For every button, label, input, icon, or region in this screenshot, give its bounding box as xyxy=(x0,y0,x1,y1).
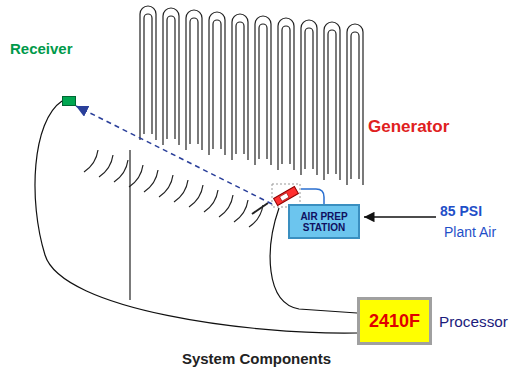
tube-hook xyxy=(174,180,188,202)
tube-hairpin xyxy=(305,28,313,169)
figure-caption: System Components xyxy=(0,350,513,367)
tube-hook xyxy=(159,175,173,197)
air-prep-box: AIR PREP STATION xyxy=(288,204,360,239)
generator-label: Generator xyxy=(368,117,449,137)
feed-pipe xyxy=(252,203,268,214)
signal-beam xyxy=(76,106,272,204)
tube-hook xyxy=(84,150,98,172)
pressure-label: 85 PSI xyxy=(440,203,482,219)
tube-hairpin xyxy=(351,32,359,179)
support-line xyxy=(129,150,130,300)
receiver-sensor: Receiver xyxy=(62,96,76,106)
tube-hairpin xyxy=(140,6,156,140)
air-line xyxy=(301,189,324,204)
tube-hook xyxy=(129,165,143,187)
tube-hairpin xyxy=(163,8,179,145)
signal-cable xyxy=(270,208,357,313)
tube-hairpin xyxy=(324,22,340,180)
tube-hairpin xyxy=(167,16,175,139)
tube-hook xyxy=(219,195,233,217)
tube-hook xyxy=(99,155,113,177)
tube-hairpin xyxy=(255,16,271,165)
tube-hairpin xyxy=(259,24,267,159)
tube-hairpin xyxy=(347,24,363,185)
tube-hairpin xyxy=(209,12,225,155)
processor-model: 2410F xyxy=(369,311,420,332)
tube-hairpin xyxy=(282,26,290,164)
tube-hook xyxy=(234,200,248,222)
tube-hook xyxy=(144,170,158,192)
air-prep-label: AIR PREP STATION xyxy=(296,211,352,233)
tube-hook xyxy=(189,185,203,207)
tube-coils xyxy=(84,6,363,227)
tube-hairpin xyxy=(144,14,152,134)
tube-hairpin xyxy=(190,18,198,144)
tube-hairpin xyxy=(232,14,248,160)
tube-hook xyxy=(204,190,218,212)
processor-box: 2410FProcessor xyxy=(357,297,432,345)
tube-hairpin xyxy=(328,30,336,174)
processor-label: Processor xyxy=(439,313,508,331)
air-source-label: Plant Air xyxy=(444,224,496,240)
receiver-label: Receiver xyxy=(10,40,73,57)
tube-hairpin xyxy=(213,20,221,149)
tube-hairpin xyxy=(301,20,317,175)
signal-cable xyxy=(35,101,357,333)
tube-hairpin xyxy=(236,22,244,154)
plant-air-arrow xyxy=(364,216,436,218)
tube-hook xyxy=(114,160,128,182)
tube-hairpin xyxy=(278,18,294,170)
tube-hairpin xyxy=(186,10,202,150)
